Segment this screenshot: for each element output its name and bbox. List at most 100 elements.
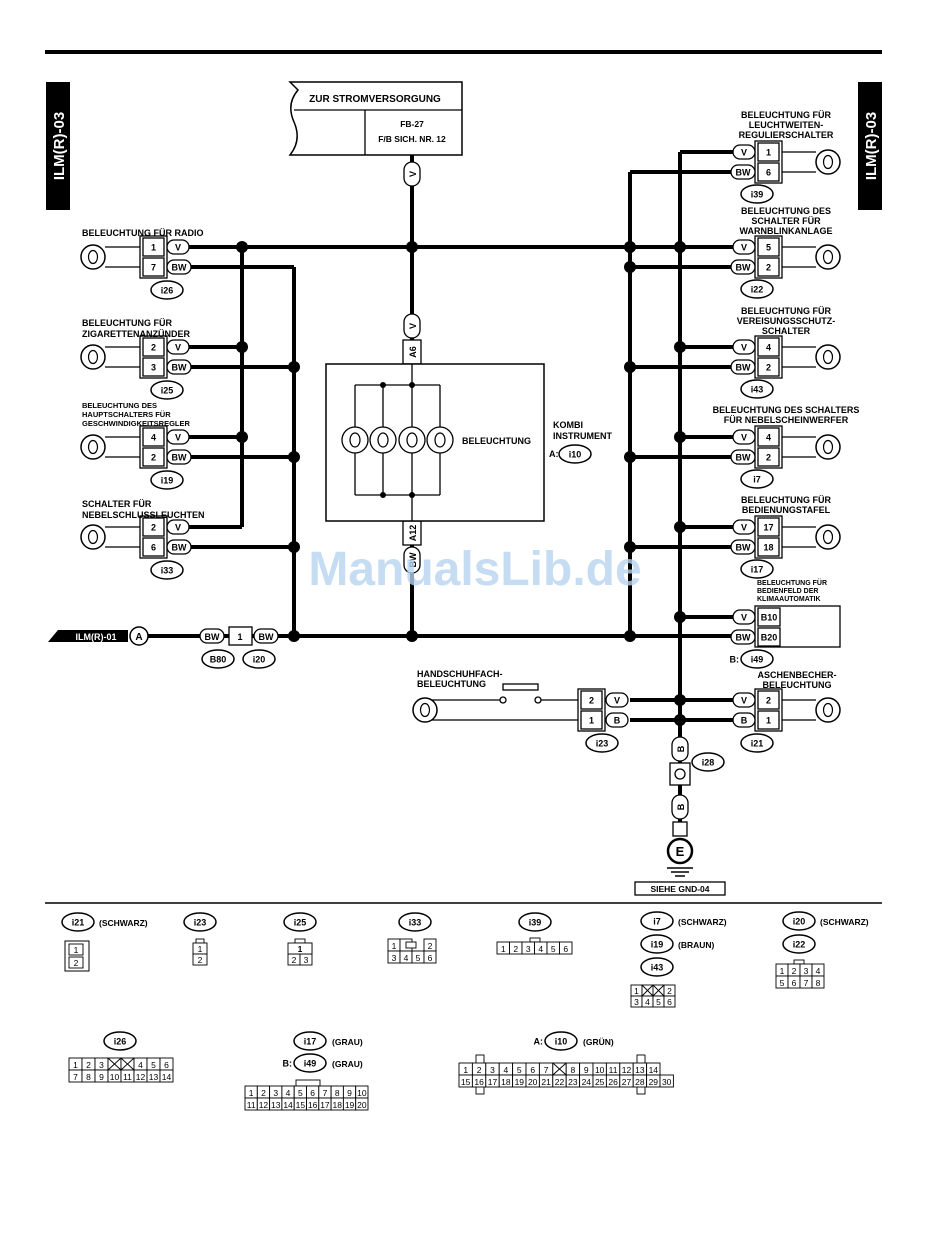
svg-text:i39: i39 <box>529 918 542 928</box>
svg-text:6: 6 <box>530 1065 535 1075</box>
svg-text:2: 2 <box>589 696 594 706</box>
svg-text:B:: B: <box>730 655 740 665</box>
legend-i22: i22 <box>782 934 816 954</box>
right-wire-v-1: V <box>732 239 756 255</box>
ground-in-conn-i20: i20 <box>242 649 276 669</box>
svg-text:30: 30 <box>662 1077 672 1087</box>
aschen-conn: i21 <box>740 733 774 753</box>
right-pin-4-b: 18 <box>757 537 780 557</box>
svg-text:2: 2 <box>151 343 156 353</box>
svg-text:2: 2 <box>198 955 203 965</box>
page-code-left: ILM(R)-03 <box>46 82 70 210</box>
supply-fuse-no: F/B SICH. NR. 12 <box>378 134 446 144</box>
legend-i49-color: (GRAU) <box>332 1059 363 1069</box>
power-supply-box: ZUR STROMVERSORGUNG FB-27 F/B SICH. NR. … <box>288 81 463 156</box>
kombi-label1: KOMBI <box>553 420 583 430</box>
left-wire-v-0: V <box>166 239 190 255</box>
legend-i33-key <box>405 941 417 949</box>
wire-label-v-supply: V <box>403 161 421 187</box>
svg-text:6: 6 <box>151 543 156 553</box>
svg-text:2: 2 <box>766 696 771 706</box>
svg-text:6: 6 <box>164 1060 169 1070</box>
svg-text:BW: BW <box>736 263 751 273</box>
left-label-0-0: BELEUCHTUNG FÜR RADIO <box>82 228 204 238</box>
svg-text:18: 18 <box>333 1100 343 1110</box>
right-label-3-0: BELEUCHTUNG DES SCHALTERS <box>713 405 860 415</box>
svg-text:1: 1 <box>73 1060 78 1070</box>
svg-text:i33: i33 <box>161 566 174 576</box>
svg-text:3: 3 <box>804 966 809 976</box>
svg-text:2: 2 <box>477 1065 482 1075</box>
svg-text:21: 21 <box>541 1077 551 1087</box>
svg-text:2: 2 <box>667 986 672 996</box>
left-wire-v-1: V <box>166 339 190 355</box>
legend-i43: i43 <box>640 957 674 977</box>
aschen-lamp <box>815 697 841 723</box>
svg-text:24: 24 <box>582 1077 592 1087</box>
right-label-0-0: BELEUCHTUNG FÜR <box>741 110 831 120</box>
left-lamp-0 <box>80 244 106 270</box>
right-label-3-1: FÜR NEBELSCHEINWERFER <box>724 415 849 425</box>
right-label-1-2: WARNBLINKANLAGE <box>740 226 833 236</box>
svg-text:2: 2 <box>151 523 156 533</box>
left-lamp-3 <box>80 524 106 550</box>
handschuh-pin-b: 1 <box>580 710 603 730</box>
svg-text:i26: i26 <box>161 286 174 296</box>
right-lamp-4 <box>815 524 841 550</box>
right-lamp-2 <box>815 344 841 370</box>
svg-text:A:: A: <box>534 1037 544 1047</box>
right-conn-3: i7 <box>740 469 774 489</box>
aschen-pin-a: 2 <box>757 690 780 710</box>
wire-label-v-kombi: V <box>403 313 421 339</box>
svg-text:9: 9 <box>347 1088 352 1098</box>
right-wire-v-2: V <box>732 339 756 355</box>
svg-text:V: V <box>175 343 181 353</box>
svg-text:BW: BW <box>408 552 418 567</box>
svg-text:E: E <box>676 844 685 859</box>
left-pin-0-b: 7 <box>142 257 165 277</box>
svg-text:ILM(R)-01: ILM(R)-01 <box>76 632 117 642</box>
svg-text:17: 17 <box>488 1077 498 1087</box>
svg-text:A6: A6 <box>408 346 418 358</box>
aschen-pin-b: 1 <box>757 710 780 730</box>
legend-i7: i7 <box>640 911 674 931</box>
svg-text:B: B <box>741 716 748 726</box>
svg-text:BW: BW <box>172 453 187 463</box>
left-label-1-0: BELEUCHTUNG FÜR <box>82 318 172 328</box>
svg-text:5: 5 <box>416 953 421 963</box>
legend-i26: i26 <box>103 1031 137 1051</box>
legend-i23-grid: 12 <box>192 942 208 966</box>
legend-i25-pin1: 1 <box>298 944 303 954</box>
svg-text:4: 4 <box>151 433 156 443</box>
legend-i20-key <box>793 959 805 965</box>
legend-i25-top <box>287 942 313 955</box>
svg-text:SIEHE GND-04: SIEHE GND-04 <box>650 884 709 894</box>
svg-text:7: 7 <box>151 263 156 273</box>
svg-text:8: 8 <box>571 1065 576 1075</box>
svg-text:28: 28 <box>635 1077 645 1087</box>
right-label-2-0: BELEUCHTUNG FÜR <box>741 306 831 316</box>
svg-text:4: 4 <box>286 1088 291 1098</box>
left-label-3-1: NEBELSCHLUSSLEUCHTEN <box>82 510 205 520</box>
svg-text:18: 18 <box>501 1077 511 1087</box>
left-conn-0: i26 <box>150 280 184 300</box>
svg-text:i17: i17 <box>304 1037 317 1047</box>
svg-text:B80: B80 <box>210 655 227 665</box>
svg-text:17: 17 <box>320 1100 330 1110</box>
svg-text:2: 2 <box>766 363 771 373</box>
svg-text:i10: i10 <box>555 1037 568 1047</box>
svg-text:i39: i39 <box>751 190 764 200</box>
svg-text:2: 2 <box>261 1088 266 1098</box>
svg-text:A: A <box>135 632 142 643</box>
svg-text:14: 14 <box>162 1072 172 1082</box>
svg-text:1: 1 <box>249 1088 254 1098</box>
svg-text:10: 10 <box>595 1065 605 1075</box>
svg-text:25: 25 <box>595 1077 605 1087</box>
left-pin-1-b: 3 <box>142 357 165 377</box>
svg-text:9: 9 <box>584 1065 589 1075</box>
svg-text:3: 3 <box>526 944 531 954</box>
